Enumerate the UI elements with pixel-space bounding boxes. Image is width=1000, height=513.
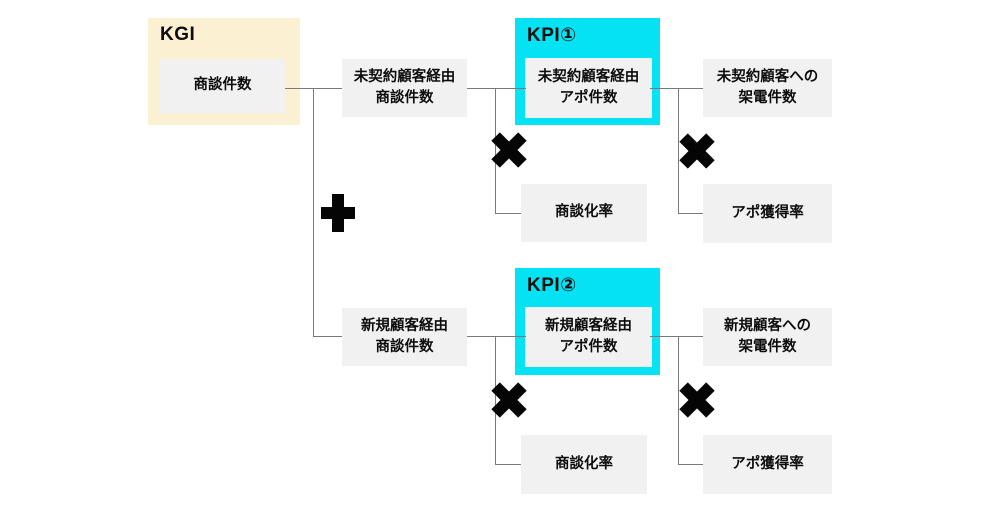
connector-line (495, 213, 521, 214)
node-meetings-via-uncontracted: 未契約顧客経由 商談件数 (342, 59, 467, 117)
node-label: アポ獲得率 (731, 455, 804, 472)
node-appointment-rate-top: アポ獲得率 (703, 184, 832, 243)
connector-line (650, 336, 703, 337)
node-label: 商談化率 (555, 204, 613, 221)
kpi1-badge: KPI① (527, 25, 577, 46)
node-calls-to-new: 新規顧客への 架電件数 (703, 308, 832, 366)
connector-line (678, 88, 679, 214)
kpi2-badge: KPI② (527, 275, 577, 296)
kgi-badge: KGI (160, 24, 196, 45)
node-meeting-conversion-rate-top: 商談化率 (521, 184, 647, 242)
node-meeting-conversion-rate-bottom: 商談化率 (521, 435, 647, 494)
node-label: 新規顧客経由 (545, 317, 632, 334)
connector-line (313, 336, 342, 337)
connector-line (466, 88, 526, 89)
connector-line (495, 336, 496, 465)
node-label: 未契約顧客への (716, 68, 819, 85)
node-label: 商談件数 (375, 90, 434, 106)
connector-line (678, 464, 703, 465)
plus-operator-icon (321, 194, 355, 232)
node-meetings-via-new: 新規顧客経由 商談件数 (342, 308, 467, 366)
connector-line (650, 88, 703, 89)
connector-line (313, 88, 314, 337)
node-label: 商談件数 (375, 339, 434, 355)
node-label: 商談件数 (193, 77, 252, 94)
multiply-operator-icon (482, 373, 536, 427)
node-kpi2-appointments: 新規顧客経由 アポ件数 (525, 307, 652, 367)
node-label: 未契約顧客経由 (537, 68, 640, 85)
kpi2-frame: KPI② 新規顧客経由 アポ件数 (515, 268, 660, 375)
node-kpi1-appointments: 未契約顧客経由 アポ件数 (525, 58, 652, 118)
node-label: 架電件数 (738, 90, 797, 106)
connector-line (678, 336, 679, 465)
connector-line (495, 464, 521, 465)
node-label: アポ獲得率 (731, 204, 804, 221)
connector-line (678, 213, 703, 214)
node-calls-to-uncontracted: 未契約顧客への 架電件数 (703, 59, 832, 117)
kgi-frame: KGI 商談件数 (148, 18, 300, 125)
connector-line (466, 336, 526, 337)
connector-line (495, 88, 496, 214)
node-label: 新規顧客経由 (361, 317, 448, 334)
node-kgi-meetings: 商談件数 (160, 59, 285, 113)
node-appointment-rate-bottom: アポ獲得率 (703, 435, 832, 494)
node-label: アポ件数 (559, 339, 618, 355)
node-label: 架電件数 (738, 339, 797, 355)
multiply-operator-icon (482, 123, 536, 177)
node-label: アポ件数 (559, 90, 618, 106)
node-label: 新規顧客への (724, 317, 811, 334)
kpi1-frame: KPI① 未契約顧客経由 アポ件数 (515, 18, 660, 125)
node-label: 商談化率 (555, 455, 613, 472)
node-label: 未契約顧客経由 (353, 68, 456, 85)
